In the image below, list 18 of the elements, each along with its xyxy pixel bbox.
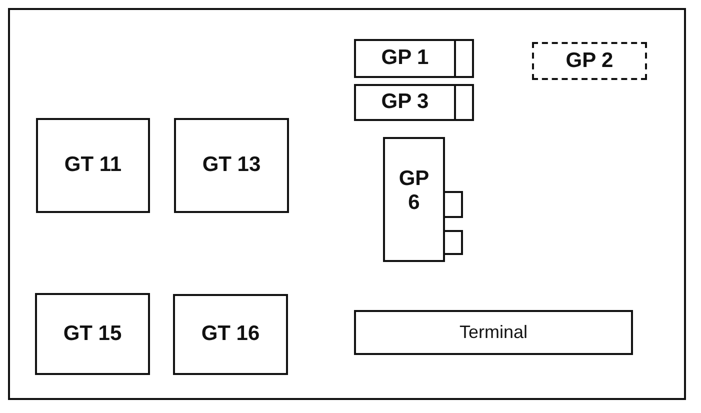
panel-box: [354, 39, 474, 78]
equipment-label: GT 15: [63, 322, 122, 346]
cabinet-box: [173, 294, 288, 375]
equipment-label: GT 13: [202, 153, 261, 178]
panel-box: [383, 137, 445, 262]
equipment-label: GT 16: [201, 322, 260, 347]
equipment-label: GT 11: [64, 153, 122, 178]
cabinet-box: [174, 118, 289, 213]
cabinet-box: [36, 118, 150, 213]
equipment-label: GP 3: [381, 90, 429, 115]
equipment-label: GP 6: [398, 167, 430, 216]
planned-panel-box: [532, 42, 647, 80]
equipment-label: GP 2: [566, 48, 614, 74]
equipment-label: GP 1: [381, 46, 429, 71]
equipment-label: Terminal: [459, 322, 528, 343]
panel-box: [354, 84, 474, 121]
cabinet-box: [35, 293, 150, 375]
terminal-box: [354, 310, 633, 355]
